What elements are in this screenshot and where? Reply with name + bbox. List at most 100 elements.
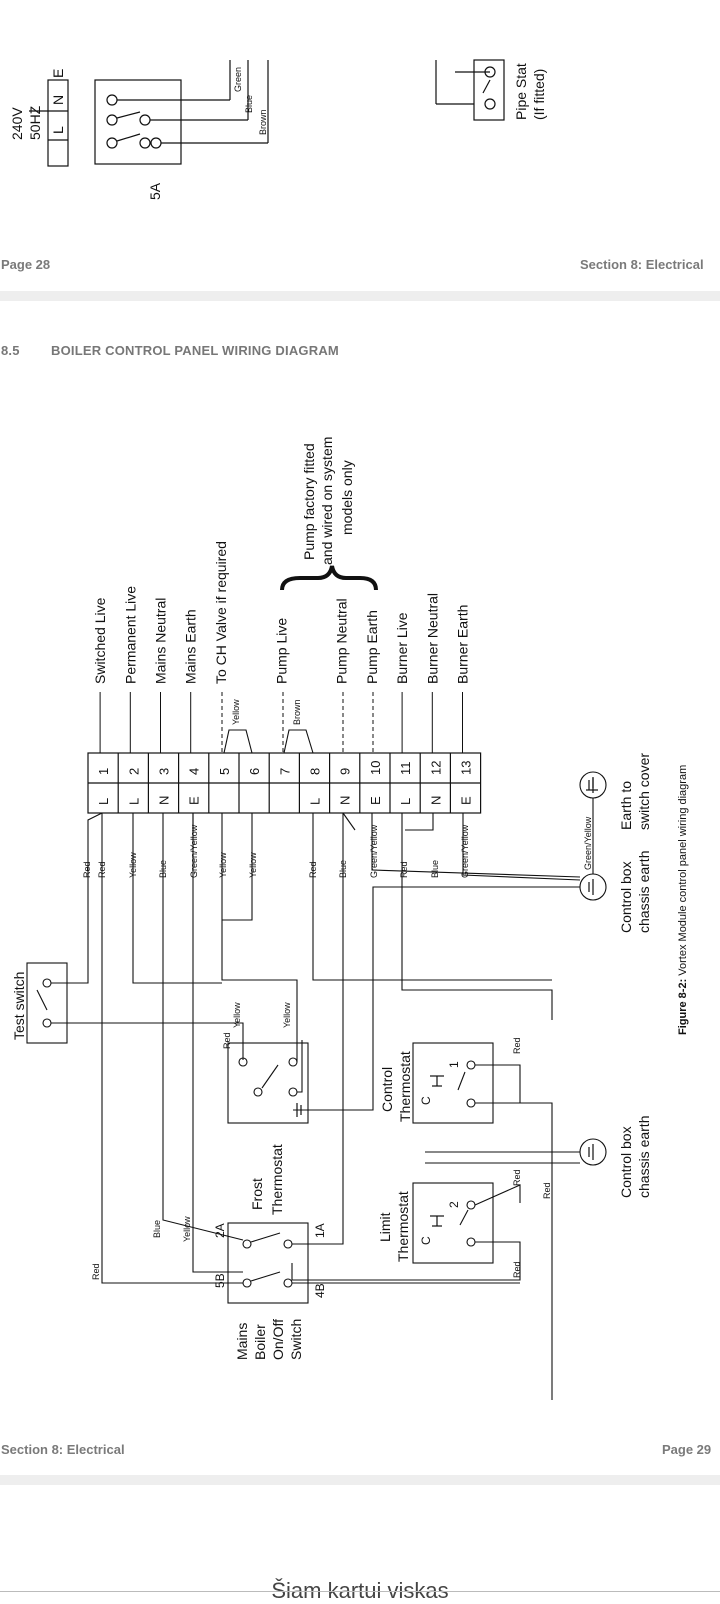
- terminal-number-12: 12: [428, 761, 443, 775]
- terminal-e: E: [50, 69, 66, 78]
- terminal-number-9: 9: [338, 768, 353, 775]
- thermostat-wire-red2: Red: [512, 1169, 522, 1186]
- control-thermostat-label1: Control: [379, 1067, 395, 1112]
- limit-terminal-2: 2: [447, 1201, 461, 1208]
- terminal-label-4: Mains Earth: [183, 609, 199, 684]
- wire-color-5: Green/Yellow: [189, 824, 199, 878]
- terminal-number-10: 10: [368, 761, 383, 775]
- terminal-number-2: 2: [126, 768, 141, 775]
- switch-wire-red: Red: [91, 1263, 101, 1280]
- pump-note-line1: Pump factory fitted: [301, 443, 317, 560]
- wire-label-blue: Blue: [244, 95, 254, 113]
- terminal-label-9: Pump Neutral: [334, 598, 350, 684]
- wire-color-12: Blue: [430, 860, 440, 878]
- wire-color-7: Yellow: [248, 852, 258, 878]
- frost-wire-yellow1: Yellow: [232, 1002, 242, 1028]
- terminal-label-10: Pump Earth: [364, 610, 380, 684]
- terminal-label-11: Burner Live: [394, 612, 410, 684]
- terminal-number-4: 4: [187, 768, 202, 775]
- frost-thermostat-label1: Frost: [249, 1178, 265, 1210]
- switch-label4: Switch: [288, 1319, 304, 1360]
- terminal-letter-10: E: [368, 796, 383, 805]
- end-rule: [0, 1591, 720, 1592]
- terminal-letter-13: E: [459, 796, 474, 805]
- control-thermostat-label2: Thermostat: [397, 1051, 413, 1122]
- page-number-top: Page 28: [1, 257, 51, 272]
- fuse-rating: 5A: [147, 182, 163, 200]
- chassis-earth1-line1: Control box: [618, 861, 634, 933]
- switch-wire-blue: Blue: [152, 1220, 162, 1238]
- frost-wire-red: Red: [222, 1032, 232, 1049]
- terminal-number-3: 3: [157, 768, 172, 775]
- top-wiring-diagram: 240V 50HZ L N E 5A Pipe Stat (If fitted)…: [9, 59, 547, 200]
- terminal-label-3: Mains Neutral: [153, 598, 169, 684]
- terminal-1a: 1A: [313, 1223, 327, 1238]
- terminal-letter-8: L: [308, 798, 323, 805]
- terminal-letter-1: L: [96, 798, 111, 805]
- terminal-l: L: [50, 126, 66, 134]
- earth-cover-line1: Earth to: [618, 781, 634, 830]
- terminal-number-6: 6: [247, 768, 262, 775]
- switch-label3: On/Off: [270, 1319, 286, 1360]
- supply-frequency: 50HZ: [27, 105, 43, 140]
- terminal-number-13: 13: [459, 761, 474, 775]
- section-name-bottom: Section 8: Electrical: [1, 1442, 125, 1457]
- terminal-number-11: 11: [398, 762, 413, 776]
- earth-symbol-control: [430, 1075, 444, 1087]
- wire-color-10: Green/Yellow: [369, 824, 379, 878]
- limit-terminal-c: C: [419, 1236, 433, 1245]
- terminal-label-7: Pump Live: [273, 618, 289, 684]
- terminal-letter-12: N: [428, 796, 443, 805]
- thermostat-wire-red1: Red: [512, 1037, 522, 1054]
- terminal-letter-4: E: [187, 796, 202, 805]
- wire-color-2: Red: [97, 861, 107, 878]
- switch-label2: Boiler: [252, 1324, 268, 1360]
- earth-symbol-frost: [296, 1103, 302, 1117]
- switch-label1: Mains: [234, 1323, 250, 1360]
- page-separator-bottom: [0, 1475, 720, 1485]
- terminal-label-1: Switched Live: [92, 597, 108, 684]
- terminal-letter-11: L: [398, 798, 413, 805]
- terminal-label-12: Burner Neutral: [424, 593, 440, 684]
- thermostat-wire-red4: Red: [512, 1261, 522, 1278]
- mains-isolator-box: [94, 79, 182, 165]
- terminal-n: N: [50, 95, 66, 105]
- terminal-letter-3: N: [157, 796, 172, 805]
- control-terminal-1: 1: [447, 1061, 461, 1068]
- terminal-number-8: 8: [308, 768, 323, 775]
- section-number: 8.5: [1, 343, 20, 358]
- terminal-letter-2: L: [126, 798, 141, 805]
- wire-color-4: Blue: [158, 860, 168, 878]
- terminal-number-5: 5: [217, 768, 232, 775]
- wire-label-brown: Brown: [258, 109, 268, 135]
- control-terminal-c: C: [419, 1096, 433, 1105]
- end-banner: Šiam kartui viskas: [271, 1578, 449, 1603]
- wire-color-6: Yellow: [218, 852, 228, 878]
- pipe-stat-label: Pipe Stat: [513, 63, 529, 120]
- earth-symbol-chassis2: [588, 1144, 594, 1160]
- wire-color-13: Green/Yellow: [460, 824, 470, 878]
- pump-note-line2: and wired on system: [319, 437, 335, 565]
- terminal-label-13: Burner Earth: [455, 605, 471, 684]
- thermostat-wire-red3: Red: [542, 1182, 552, 1199]
- chassis-earth2-line1: Control box: [618, 1126, 634, 1198]
- mains-terminal-strip: [47, 79, 69, 167]
- page-separator: [0, 291, 720, 301]
- switch-wire-yellow: Yellow: [182, 1216, 192, 1242]
- pipe-stat-note: (If fitted): [531, 69, 547, 120]
- earth-symbol-limit: [430, 1215, 444, 1227]
- terminal-2a: 2A: [213, 1223, 227, 1238]
- wire-color-1: Red: [82, 861, 92, 878]
- link-yellow-label: Yellow: [231, 699, 241, 725]
- frost-thermostat-label2: Thermostat: [269, 1144, 285, 1215]
- terminal-5b: 5B: [213, 1273, 227, 1288]
- pump-note-line3: models only: [339, 460, 355, 535]
- supply-voltage: 240V: [9, 107, 25, 140]
- figure-caption: Figure 8-2: Vortex Module control panel …: [677, 765, 689, 1035]
- wire-color-9: Blue: [338, 860, 348, 878]
- wire-color-8: Red: [308, 861, 318, 878]
- chassis-earth1-line2: chassis earth: [636, 851, 652, 933]
- terminal-number-7: 7: [277, 768, 292, 775]
- test-switch-label: Test switch: [11, 972, 27, 1040]
